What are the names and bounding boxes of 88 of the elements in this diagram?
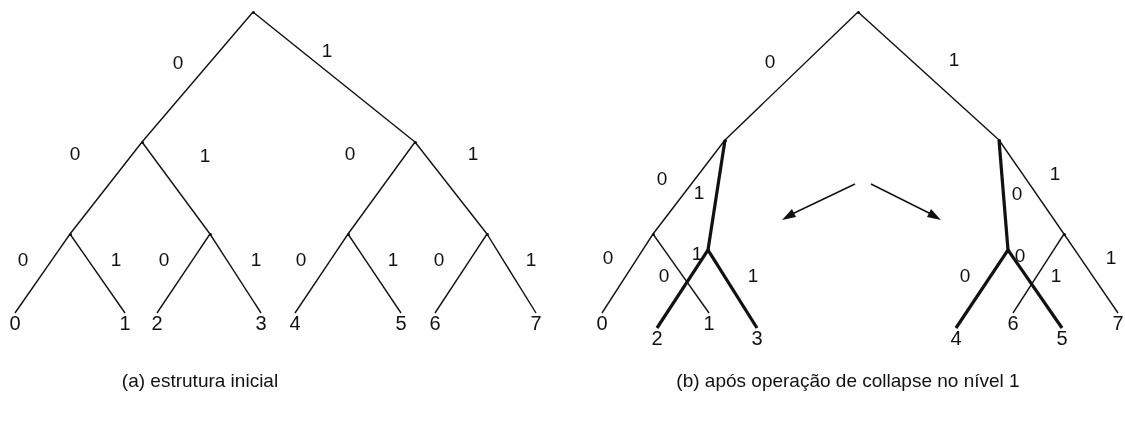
tree-junction — [413, 140, 417, 144]
tree-junction — [1062, 232, 1066, 236]
edge-label: 0 — [69, 143, 81, 163]
tree-junction — [651, 232, 655, 236]
leaf-label: 4 — [950, 328, 962, 348]
edge-label: 1 — [525, 249, 537, 269]
edge-label: 1 — [693, 182, 705, 202]
edge-label: 0 — [172, 52, 184, 72]
branch-line — [414, 141, 488, 235]
tree-junction — [251, 10, 255, 14]
edge-label: 1 — [948, 49, 960, 69]
leaf-label: 1 — [703, 313, 715, 333]
leaf-label: 7 — [530, 313, 542, 333]
edge-label: 1 — [250, 249, 262, 269]
tree-junction — [1006, 248, 1010, 252]
tree-junction — [208, 232, 212, 236]
branch-line — [998, 139, 1065, 235]
branch-line — [294, 233, 349, 314]
thick-branch-line — [997, 139, 1010, 251]
tree-junction — [706, 248, 710, 252]
leaf-label: 2 — [151, 313, 163, 333]
edge-label: 1 — [1049, 163, 1061, 183]
branch-line — [601, 233, 654, 314]
edge-label: 0 — [1014, 245, 1026, 265]
branch-line — [14, 233, 71, 314]
edge-label: 1 — [1050, 265, 1062, 285]
branch-line — [141, 141, 211, 235]
leaf-label: 6 — [1007, 313, 1019, 333]
leaf-label: 4 — [289, 313, 301, 333]
tree-junction — [997, 138, 1001, 142]
leaf-label: 3 — [751, 328, 763, 348]
edge-label: 0 — [17, 249, 29, 269]
edge-label: 1 — [691, 243, 703, 263]
edge-label: 0 — [1011, 183, 1023, 203]
branch-line — [434, 233, 488, 314]
branch-line — [141, 11, 254, 143]
branch-line — [209, 233, 262, 314]
figure-caption: (a) estrutura inicial — [121, 370, 279, 392]
leaf-label: 7 — [1112, 313, 1124, 333]
thick-branch-line — [954, 249, 1010, 329]
edge-label: 0 — [295, 249, 307, 269]
thick-branch-line — [706, 139, 727, 251]
branch-line — [486, 233, 537, 314]
branch-line — [347, 141, 416, 235]
thick-branch-line — [706, 249, 759, 329]
tree-junction — [140, 140, 144, 144]
thick-branch-line — [1006, 249, 1064, 329]
branch-line — [1063, 233, 1119, 314]
branch-line — [857, 11, 1000, 141]
branch-line — [69, 233, 126, 314]
tree-junction — [723, 138, 727, 142]
edge-label: 1 — [467, 143, 479, 163]
edge-label: 0 — [433, 249, 445, 269]
edge-label: 1 — [747, 265, 759, 285]
branch-line — [652, 233, 710, 314]
leaf-label: 6 — [429, 313, 441, 333]
branch-line — [252, 11, 416, 143]
leaf-label: 5 — [1056, 328, 1068, 348]
branch-line — [156, 233, 211, 314]
edge-label: 0 — [344, 143, 356, 163]
branch-line — [69, 141, 143, 235]
edge-label: 0 — [602, 247, 614, 267]
edge-label: 0 — [959, 265, 971, 285]
tree-junction — [485, 232, 489, 236]
leaf-label: 0 — [9, 313, 21, 333]
leaf-label: 1 — [119, 313, 131, 333]
branch-line — [652, 139, 726, 235]
branch-line — [1012, 233, 1065, 314]
leaf-label: 2 — [651, 328, 663, 348]
branch-line — [347, 233, 402, 314]
edge-label: 0 — [656, 168, 668, 188]
tree-junction — [68, 232, 72, 236]
tree-junction — [346, 232, 350, 236]
leaf-label: 0 — [596, 313, 608, 333]
thick-branch-line — [655, 249, 710, 329]
edge-label: 1 — [1105, 247, 1117, 267]
branch-line — [724, 11, 859, 141]
tree-junction — [856, 10, 860, 14]
edge-label: 1 — [387, 249, 399, 269]
edge-label: 0 — [158, 249, 170, 269]
figure-caption: (b) após operação de collapse no nível 1 — [676, 370, 1020, 392]
edge-label: 0 — [658, 265, 670, 285]
edge-label: 1 — [321, 40, 333, 60]
leaf-label: 3 — [255, 313, 267, 333]
leaf-label: 5 — [395, 313, 407, 333]
edge-label: 1 — [110, 249, 122, 269]
edge-label: 1 — [199, 145, 211, 165]
edge-label: 0 — [764, 51, 776, 71]
